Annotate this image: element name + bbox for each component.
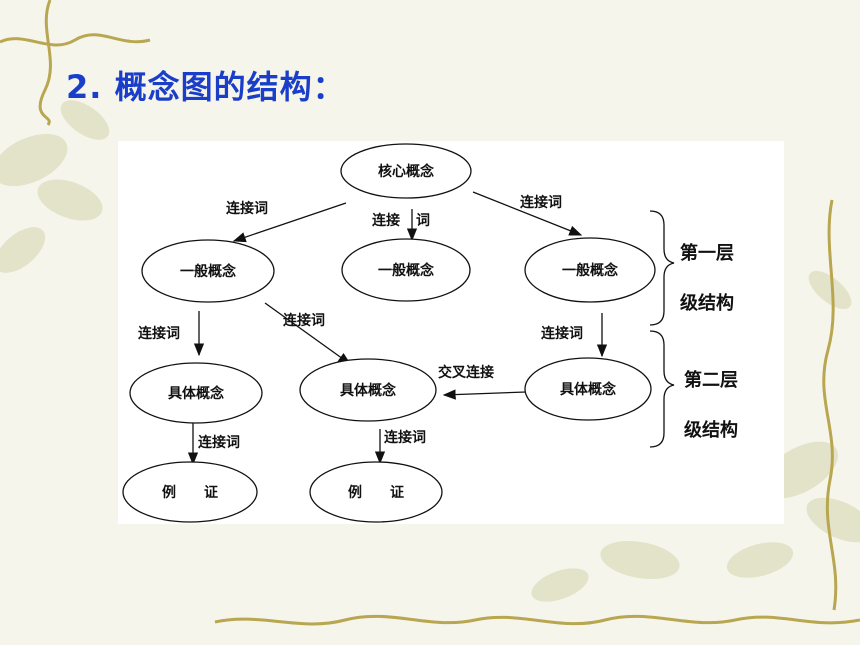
level-second-line2: 级结构	[684, 419, 738, 441]
label-specific-left-to-example: 连接词	[198, 434, 240, 451]
node-specific-right-label: 具体概念	[559, 381, 617, 398]
arrow-general-left-to-specific-mid	[264, 302, 352, 365]
node-specific-right: 具体概念	[524, 357, 652, 421]
level-first-line2: 级结构	[680, 292, 734, 314]
node-core-label: 核心概念	[378, 163, 435, 180]
node-example-mid: 例 证	[309, 461, 443, 523]
node-example-left-label: 例 证	[162, 484, 218, 501]
node-general-left-label: 一般概念	[180, 263, 237, 280]
label-core-to-right: 连接词	[520, 194, 562, 211]
node-specific-mid: 具体概念	[299, 358, 437, 422]
node-general-mid-label: 一般概念	[378, 262, 435, 279]
node-general-right-label: 一般概念	[562, 262, 619, 279]
node-core: 核心概念	[340, 143, 472, 199]
arrow-cross-link	[442, 389, 527, 400]
node-general-right: 一般概念	[524, 237, 656, 303]
leaf-decoration-left	[0, 100, 110, 273]
node-example-mid-label: 例 证	[348, 484, 404, 501]
connectors	[187, 191, 608, 466]
slide-title: 2. 概念图的结构：	[66, 68, 346, 106]
vine-bottom	[214, 614, 860, 626]
brace-second-level	[649, 330, 675, 448]
node-specific-left: 具体概念	[129, 362, 263, 424]
node-general-mid: 一般概念	[341, 238, 471, 302]
label-specific-mid-to-example: 连接词	[384, 429, 426, 446]
label-left-to-specific: 连接词	[138, 325, 180, 342]
label-core-to-left: 连接词	[226, 200, 268, 217]
level-second-line1: 第二层	[684, 369, 738, 391]
concept-map-diagram: 核心概念 一般概念 一般概念 一般概念 具体概念 具体概念 具体概念 例 证	[122, 143, 738, 523]
concept-map-panel: 核心概念 一般概念 一般概念 一般概念 具体概念 具体概念 具体概念 例 证	[118, 141, 784, 524]
arrow-core-to-general-left	[232, 202, 347, 243]
node-specific-left-label: 具体概念	[167, 385, 225, 402]
label-core-to-mid: 连接	[372, 212, 400, 229]
arrow-core-to-general-right	[472, 191, 583, 236]
vine-top-left	[0, 33, 151, 47]
node-example-left: 例 证	[122, 461, 258, 523]
label-cross-link: 交叉连接	[438, 364, 494, 381]
node-general-left: 一般概念	[141, 239, 275, 303]
label-left-to-mid-specific: 连接词	[283, 312, 325, 329]
label-core-to-mid-tail: 词	[416, 213, 430, 229]
vine-right-vertical	[822, 199, 838, 611]
label-right-to-specific: 连接词	[541, 325, 583, 342]
node-specific-mid-label: 具体概念	[339, 382, 397, 399]
vine-left-vertical	[38, 0, 52, 126]
level-first-line1: 第一层	[680, 242, 734, 264]
brace-first-level	[649, 210, 675, 326]
